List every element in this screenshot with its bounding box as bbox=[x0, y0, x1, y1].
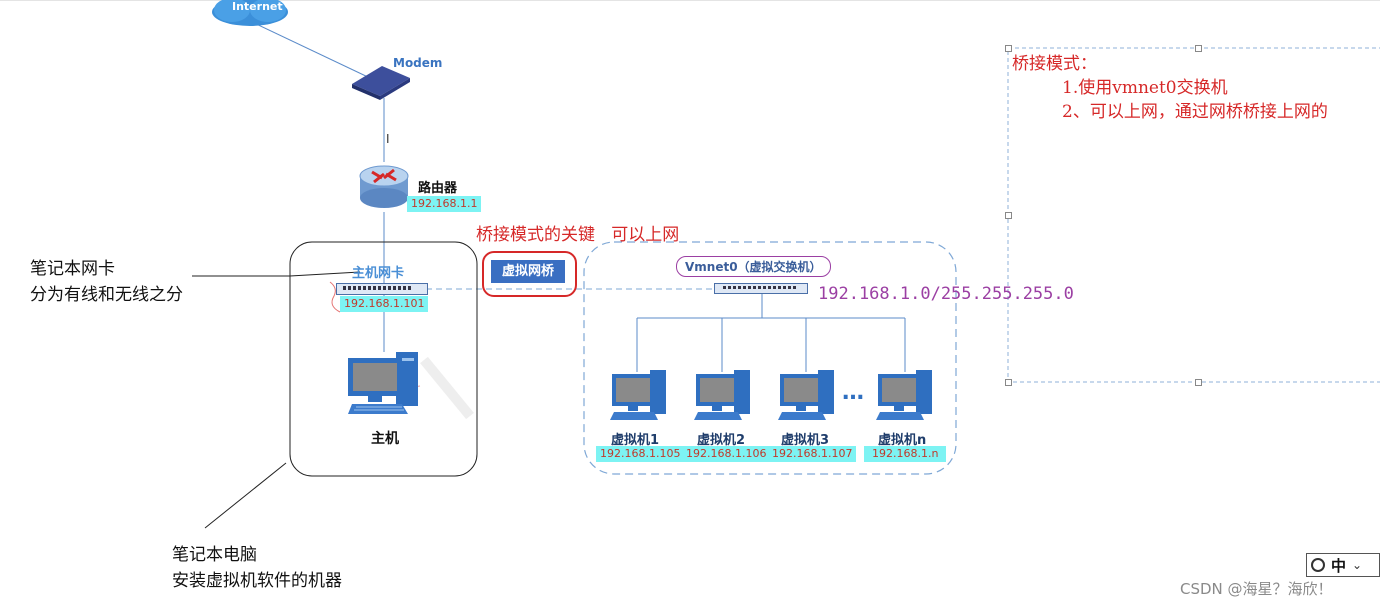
vmn-ip: 192.168.1.n bbox=[864, 446, 947, 462]
note-line1: 1.使用vmnet0交换机 bbox=[1062, 78, 1228, 98]
canvas-top-border bbox=[0, 0, 1380, 1]
internet-modem-link bbox=[251, 21, 371, 79]
laptop-annotation-line bbox=[204, 462, 287, 529]
laptop-annotation-line2: 安装虚拟机软件的机器 bbox=[172, 571, 342, 591]
ime-mode-icon bbox=[1311, 558, 1325, 572]
nic-annotation-line2: 分为有线和无线之分 bbox=[30, 285, 183, 305]
csdn-watermark: CSDN @海星？海欣！ bbox=[1180, 580, 1333, 598]
vmn-label: 虚拟机n bbox=[878, 433, 927, 448]
note-line2: 2、可以上网，通过网桥桥接上网的 bbox=[1062, 102, 1328, 122]
nic-annotation-line-b bbox=[289, 271, 361, 277]
ime-pin-icon: ⌄ bbox=[1352, 558, 1363, 572]
internet-label: Internet bbox=[232, 0, 283, 13]
nic-annotation: 笔记本网卡 分为有线和无线之分 bbox=[30, 256, 183, 308]
router-label: 路由器 bbox=[418, 181, 458, 196]
nic-annotation-line1: 笔记本网卡 bbox=[30, 259, 115, 279]
modem-icon bbox=[350, 62, 412, 102]
host-box bbox=[289, 241, 478, 477]
vm2-ip: 192.168.1.106 bbox=[682, 446, 771, 462]
pen-smudge bbox=[420, 356, 474, 420]
laptop-annotation: 笔记本电脑 安装虚拟机软件的机器 bbox=[172, 542, 342, 594]
virtual-network-box bbox=[583, 241, 957, 475]
note-title: 桥接模式： bbox=[1012, 54, 1097, 74]
internet-cloud-icon bbox=[208, 0, 292, 32]
vm1-ip: 192.168.1.105 bbox=[596, 446, 685, 462]
vmnet0-label: Vmnet0（虚拟交换机） bbox=[676, 256, 831, 277]
vmn-computer-icon bbox=[876, 370, 934, 420]
vm2-computer-icon bbox=[694, 370, 752, 420]
router-ip: 192.168.1.1 bbox=[407, 196, 482, 212]
bridge-highlight-ring bbox=[482, 251, 577, 297]
bridge-key-title: 桥接模式的关键 可以上网 bbox=[476, 225, 680, 245]
note-box: 桥接模式： 1.使用vmnet0交换机 2、可以上网，通过网桥桥接上网的 bbox=[1012, 52, 1328, 124]
vmnet0-switch-icon bbox=[714, 283, 808, 294]
nic-ip: 192.168.1.101 bbox=[340, 296, 429, 312]
router-icon bbox=[358, 162, 410, 212]
vm1-computer-icon bbox=[610, 370, 668, 420]
ime-language-label: 中 bbox=[1331, 556, 1347, 575]
host-label: 主机 bbox=[371, 431, 399, 447]
pen-mark-1 bbox=[329, 281, 341, 313]
host-computer-icon bbox=[346, 352, 422, 416]
resize-handle[interactable] bbox=[1005, 45, 1012, 52]
text-cursor-icon: I bbox=[386, 132, 390, 146]
resize-handle[interactable] bbox=[1195, 45, 1202, 52]
vm3-ip: 192.168.1.107 bbox=[768, 446, 857, 462]
subnet-label: 192.168.1.0/255.255.255.0 bbox=[818, 284, 1074, 304]
modem-label: Modem bbox=[393, 56, 443, 70]
resize-handle[interactable] bbox=[1195, 379, 1202, 386]
nic-label: 主机网卡 bbox=[352, 266, 405, 281]
vm2-label: 虚拟机2 bbox=[697, 433, 746, 448]
resize-handle[interactable] bbox=[1005, 212, 1012, 219]
virtual-bridge-button[interactable]: 虚拟网桥 bbox=[491, 260, 565, 283]
vm3-computer-icon bbox=[778, 370, 836, 420]
laptop-annotation-line1: 笔记本电脑 bbox=[172, 545, 257, 565]
resize-handle[interactable] bbox=[1005, 379, 1012, 386]
nic-icon bbox=[336, 283, 428, 295]
vm3-label: 虚拟机3 bbox=[781, 433, 830, 448]
vm-ellipsis: … bbox=[842, 380, 864, 405]
vm1-label: 虚拟机1 bbox=[611, 433, 660, 448]
ime-indicator[interactable]: 中 ⌄ bbox=[1306, 553, 1380, 577]
